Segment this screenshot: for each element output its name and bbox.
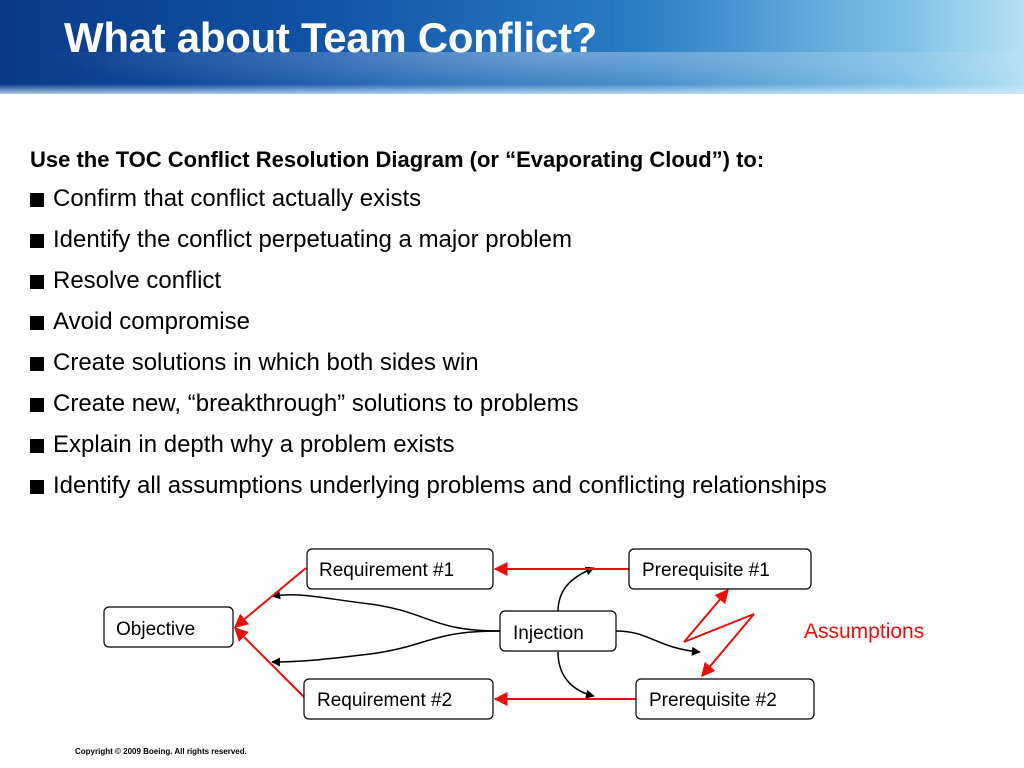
prerequisite1-box	[628, 548, 812, 590]
square-bullet-icon	[30, 316, 44, 330]
list-item-text: Identify the conflict perpetuating a maj…	[53, 226, 572, 253]
list-item: Create solutions in which both sides win	[30, 349, 827, 390]
requirement1-box	[306, 548, 494, 590]
list-item: Confirm that conflict actually exists	[30, 185, 827, 226]
page-title: What about Team Conflict?	[64, 14, 598, 61]
prerequisite2-label: Prerequisite #2	[649, 690, 777, 711]
square-bullet-icon	[30, 234, 44, 248]
requirement2-to-objective-arrow	[234, 627, 307, 700]
prerequisite2-box	[635, 678, 815, 720]
square-bullet-icon	[30, 398, 44, 412]
square-bullet-icon	[30, 480, 44, 494]
bullet-list: Confirm that conflict actually exists Id…	[30, 185, 827, 513]
requirement1-label: Requirement #1	[319, 560, 454, 581]
prerequisite1-label: Prerequisite #1	[642, 560, 770, 581]
square-bullet-icon	[30, 193, 44, 207]
requirement1-to-objective-arrow	[233, 567, 307, 628]
objective-box	[103, 606, 234, 648]
square-bullet-icon	[30, 357, 44, 371]
list-item-text: Confirm that conflict actually exists	[53, 185, 422, 212]
list-item-text: Avoid compromise	[53, 308, 250, 335]
list-item: Resolve conflict	[30, 267, 827, 308]
requirement2-label: Requirement #2	[317, 690, 452, 711]
square-bullet-icon	[30, 275, 44, 289]
injection-to-conflict-curve	[615, 630, 701, 656]
intro-text: Use the TOC Conflict Resolution Diagram …	[30, 147, 765, 172]
injection-box	[499, 610, 617, 652]
injection-to-requirement1-curve	[271, 590, 501, 632]
list-item-text: Resolve conflict	[53, 267, 222, 294]
injection-to-prerequisite2-curve	[557, 651, 595, 699]
conflict-lightning-arrow	[683, 588, 755, 678]
list-item: Explain in depth why a problem exists	[30, 431, 827, 472]
list-item-text: Explain in depth why a problem exists	[53, 431, 455, 458]
list-item: Create new, “breakthrough” solutions to …	[30, 390, 827, 431]
injection-to-requirement2-curve	[271, 630, 501, 667]
list-item-text: Identify all assumptions underlying prob…	[53, 472, 827, 499]
objective-label: Objective	[116, 619, 195, 640]
list-item: Identify the conflict perpetuating a maj…	[30, 226, 827, 267]
injection-to-prerequisite1-curve	[557, 566, 595, 613]
square-bullet-icon	[30, 439, 44, 453]
injection-label: Injection	[513, 623, 584, 644]
requirement2-box	[303, 678, 494, 720]
list-item: Identify all assumptions underlying prob…	[30, 472, 827, 513]
assumptions-label: Assumptions	[804, 620, 924, 643]
header-banner: What about Team Conflict?	[0, 0, 1024, 94]
list-item-text: Create new, “breakthrough” solutions to …	[53, 390, 579, 417]
copyright-notice: Copyright © 2009 Boeing. All rights rese…	[75, 747, 247, 756]
list-item: Avoid compromise	[30, 308, 827, 349]
list-item-text: Create solutions in which both sides win	[53, 349, 479, 376]
